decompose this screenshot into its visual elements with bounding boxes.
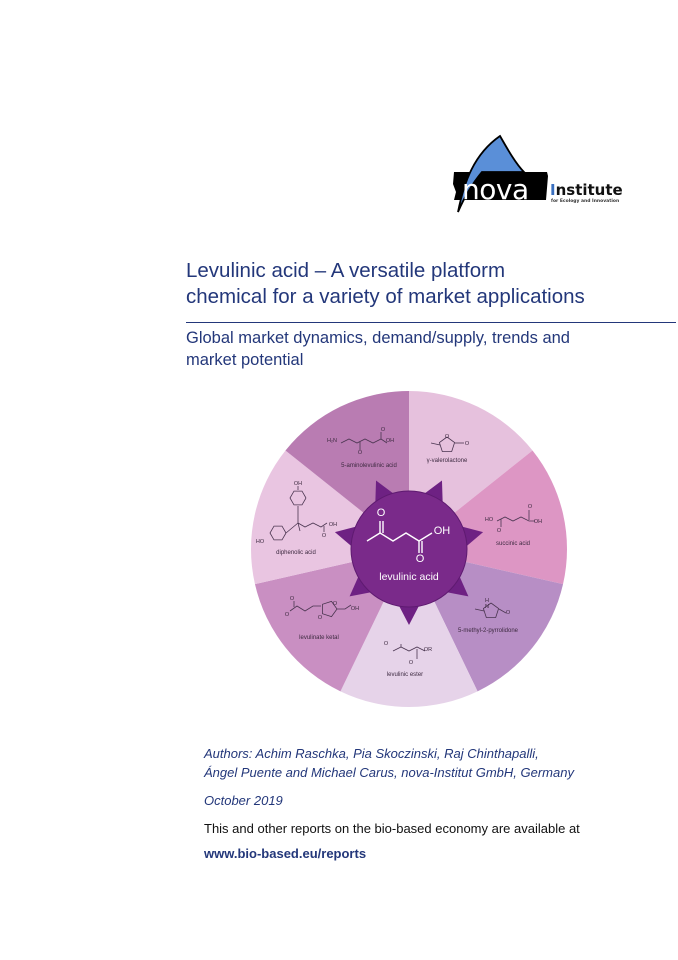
authors-line-2: Ángel Puente and Michael Carus, nova-Ins… (204, 765, 574, 780)
segment-label-aminolevulinic: 5-aminolevulinic acid (341, 463, 397, 469)
segment-label-ester: levulinic ester (386, 672, 424, 678)
reports-link[interactable]: www.bio-based.eu/reports (204, 846, 367, 861)
authors-line-1: Authors: Achim Raschka, Pia Skoczinski, … (204, 746, 539, 761)
segment-label-pyrrolidone: 5-methyl-2-pyrrolidone (457, 628, 519, 634)
center-circle (350, 490, 468, 608)
subtitle-line-1: Global market dynamics, demand/supply, t… (186, 329, 570, 347)
logo-tagline: for Ecology and Innovation (551, 199, 620, 204)
outward-arrow-icon (424, 480, 443, 502)
report-subtitle: Global market dynamics, demand/supply, t… (186, 328, 666, 371)
segment-label-valerolactone: γ-valerolactone (426, 458, 468, 464)
segment-label-diphenolic: diphenolic acid (276, 550, 316, 556)
availability-note: This and other reports on the bio-based … (204, 821, 580, 836)
report-title: Levulinic acid – A versatile platform ch… (186, 258, 666, 310)
outward-arrow-icon (447, 576, 469, 597)
logo-sail-icon (453, 134, 548, 213)
wheel-segment (340, 549, 478, 707)
logo-institute: Institute (550, 181, 623, 199)
outward-arrow-icon (399, 606, 419, 625)
levulinic-acid-wheel-diagram: O OH O levulinic acid γ-valerolactone su… (245, 385, 573, 713)
title-divider (186, 322, 676, 323)
wheel-graphic (251, 391, 567, 707)
title-line-2: chemical for a variety of market applica… (186, 285, 585, 308)
publication-date: October 2019 (204, 793, 283, 808)
center-oh: OH (433, 525, 451, 537)
title-line-1: Levulinic acid – A versatile platform (186, 259, 506, 282)
logo-word: nova (462, 173, 529, 206)
segment-label-ketal: levulinate ketal (299, 635, 339, 641)
levulinic-acid-structure-icon (366, 521, 433, 553)
center-label: levulinic acid (379, 571, 439, 583)
outward-arrow-icon (334, 526, 356, 546)
outward-arrow-icon (349, 576, 371, 597)
segment-label-succinic: succinic acid (495, 541, 531, 547)
outward-arrow-icon (462, 526, 484, 546)
subtitle-line-2: market potential (186, 350, 304, 369)
outward-arrow-icon (375, 480, 394, 502)
center-o-bottom: O (415, 553, 425, 565)
center-o-top: O (376, 507, 386, 519)
authors: Authors: Achim Raschka, Pia Skoczinski, … (204, 744, 574, 782)
nova-institute-logo: nova Institute for Ecology and Innovatio… (452, 132, 623, 214)
